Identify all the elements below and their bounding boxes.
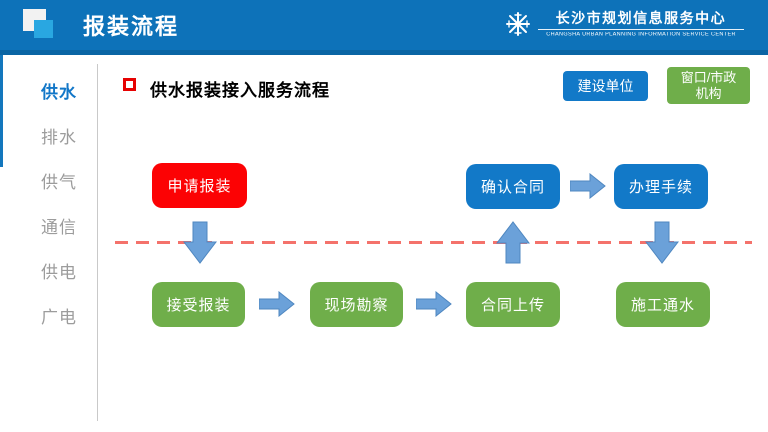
flow-node-confirm-contract: 确认合同 [466,164,560,209]
sidebar-item-broadcast[interactable]: 广电 [41,308,77,327]
legend-municipal-line2: 机构 [695,85,722,101]
org-divider [537,29,744,30]
flow-node-site-survey: 现场勘察 [310,282,403,327]
header-underline [0,50,768,55]
org-name: 长沙市规划信息服务中心 [555,10,727,26]
arrow-down-icon [645,221,679,264]
flow-node-construction-water: 施工通水 [616,282,710,327]
section-bullet-icon [123,78,136,91]
arrow-up-icon [496,221,530,264]
sidebar-item-drainage[interactable]: 排水 [41,128,77,147]
zone-divider-dashed-line [115,241,752,244]
flow-node-handle-procedures: 办理手续 [614,164,708,209]
left-accent-bar [0,55,3,167]
legend-construction-unit-label: 建设单位 [577,78,634,94]
arrow-right-icon [259,291,295,317]
sidebar-item-communication[interactable]: 通信 [41,218,77,237]
sidebar-item-gas[interactable]: 供气 [41,173,77,192]
snowflake-icon [505,11,530,36]
sidebar-item-electricity[interactable]: 供电 [41,263,77,282]
flow-node-contract-upload: 合同上传 [466,282,560,327]
app-header: 报装流程 长沙市规划信息服务中心 CHANGSHA [0,0,768,50]
arrow-right-icon [416,291,452,317]
legend-construction-unit: 建设单位 [563,71,648,101]
logo-square-blue [34,19,53,38]
arrow-down-icon [183,221,217,264]
app-logo-icon [23,8,57,42]
sidebar: 供水 排水 供气 通信 供电 广电 [0,68,97,338]
org-subtitle: CHANGSHA URBAN PLANNING INFORMATION SERV… [546,32,736,38]
legend-municipal-agency: 窗口/市政 机构 [667,67,750,104]
org-logo: 长沙市规划信息服务中心 CHANGSHA URBAN PLANNING INFO… [504,9,744,38]
section-title: 供水报装接入服务流程 [150,81,330,100]
arrow-right-icon [570,173,606,199]
sidebar-item-water-supply[interactable]: 供水 [41,83,77,102]
flow-node-apply: 申请报装 [152,163,247,208]
flow-node-accept-application: 接受报装 [152,282,245,327]
sidebar-divider [97,64,98,421]
page-title: 报装流程 [83,14,180,39]
legend-municipal-line1: 窗口/市政 [680,69,737,85]
